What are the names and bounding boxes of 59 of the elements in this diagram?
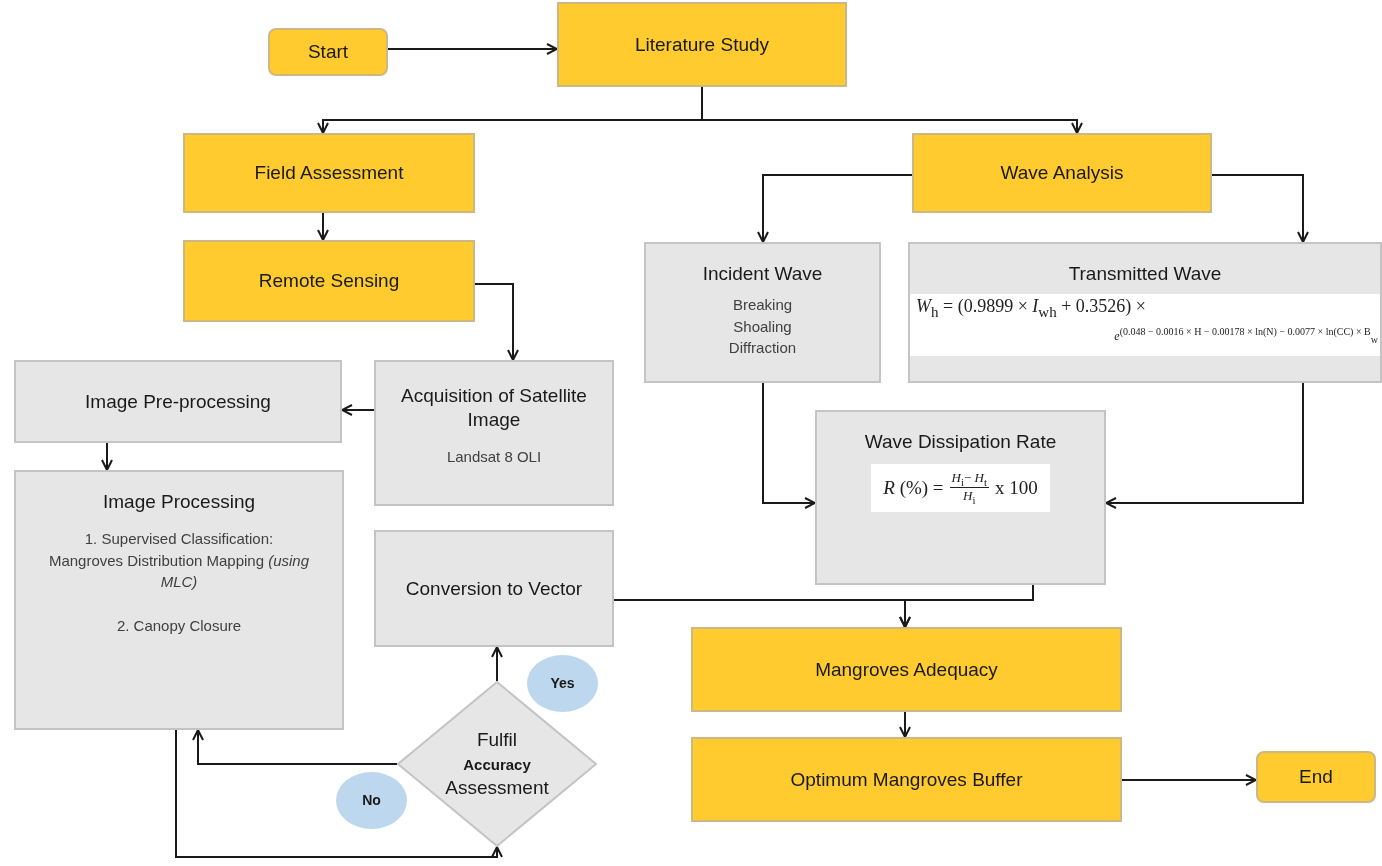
arrow — [474, 283, 519, 361]
formula-text: H$_{i}$− H$_{t}$ — [949, 469, 989, 489]
node-title: Transmitted Wave — [1068, 262, 1222, 286]
process-box — [912, 133, 1212, 213]
answer-label: No — [362, 791, 381, 811]
end-box — [1256, 751, 1376, 803]
arrow — [1211, 174, 1309, 243]
process-box — [374, 530, 614, 647]
node-label: Accuracy — [463, 754, 531, 775]
node-title: Wave Analysis — [1000, 161, 1124, 185]
node-title: Acquisition of Satellite Image — [400, 384, 588, 432]
answer-label: Yes — [550, 674, 575, 694]
arrow — [899, 584, 1034, 628]
node-title: Conversion to Vector — [405, 576, 583, 601]
arrow — [192, 729, 398, 765]
node-title: End — [1299, 765, 1333, 789]
node-text: Breaking Shoaling Diffraction — [727, 294, 798, 359]
arrow — [101, 442, 113, 471]
process-box — [374, 360, 614, 506]
process-box — [691, 737, 1122, 822]
node-text: 2. Canopy Closure — [115, 616, 243, 636]
node-title: Incident Wave — [702, 262, 823, 286]
node-title: Mangroves Adequacy — [815, 657, 998, 682]
node-title: Field Assessment — [254, 161, 404, 185]
process-box — [908, 242, 1382, 383]
arrow — [1105, 382, 1304, 509]
formula-text: R (%) = — [883, 476, 944, 499]
process-box — [183, 240, 475, 322]
process-box — [815, 410, 1106, 585]
formula-text: x 100 — [995, 476, 1038, 499]
node-title: Optimum Mangroves Buffer — [790, 767, 1023, 792]
process-box — [14, 470, 344, 730]
formula-text: H$_{i}$ — [963, 488, 976, 506]
node-title: Image Processing — [102, 490, 256, 514]
arrow — [491, 646, 503, 682]
arrow — [757, 174, 913, 243]
node-label: Fulfil — [476, 727, 518, 752]
process-box — [183, 133, 475, 213]
node-title: Literature Study — [634, 32, 770, 57]
process-box — [644, 242, 881, 383]
process-box — [557, 2, 847, 87]
arrow — [762, 382, 816, 509]
node-title: Remote Sensing — [258, 269, 400, 293]
node-label: Assessment — [445, 775, 549, 800]
arrow — [1121, 774, 1257, 786]
arrow — [899, 711, 911, 738]
node-title: Wave Dissipation Rate — [864, 430, 1057, 454]
process-box — [14, 360, 342, 443]
node-title: Image Pre-processing — [85, 389, 271, 414]
node-text: 1. Supervised Classification: Mangroves Distribution Mapping (using MLC) — [47, 528, 311, 593]
arrow — [175, 729, 503, 858]
arrow — [317, 212, 329, 241]
arrow — [341, 404, 375, 416]
start-box — [268, 28, 388, 76]
arrow — [387, 43, 558, 55]
node-title: Start — [307, 40, 349, 64]
node-text: Landsat 8 OLI — [446, 446, 542, 467]
formula-text: W$_{h}$ = (0.9899 × I$_{wh}$ + 0.3526) × — [916, 295, 1146, 321]
process-box — [691, 627, 1122, 712]
